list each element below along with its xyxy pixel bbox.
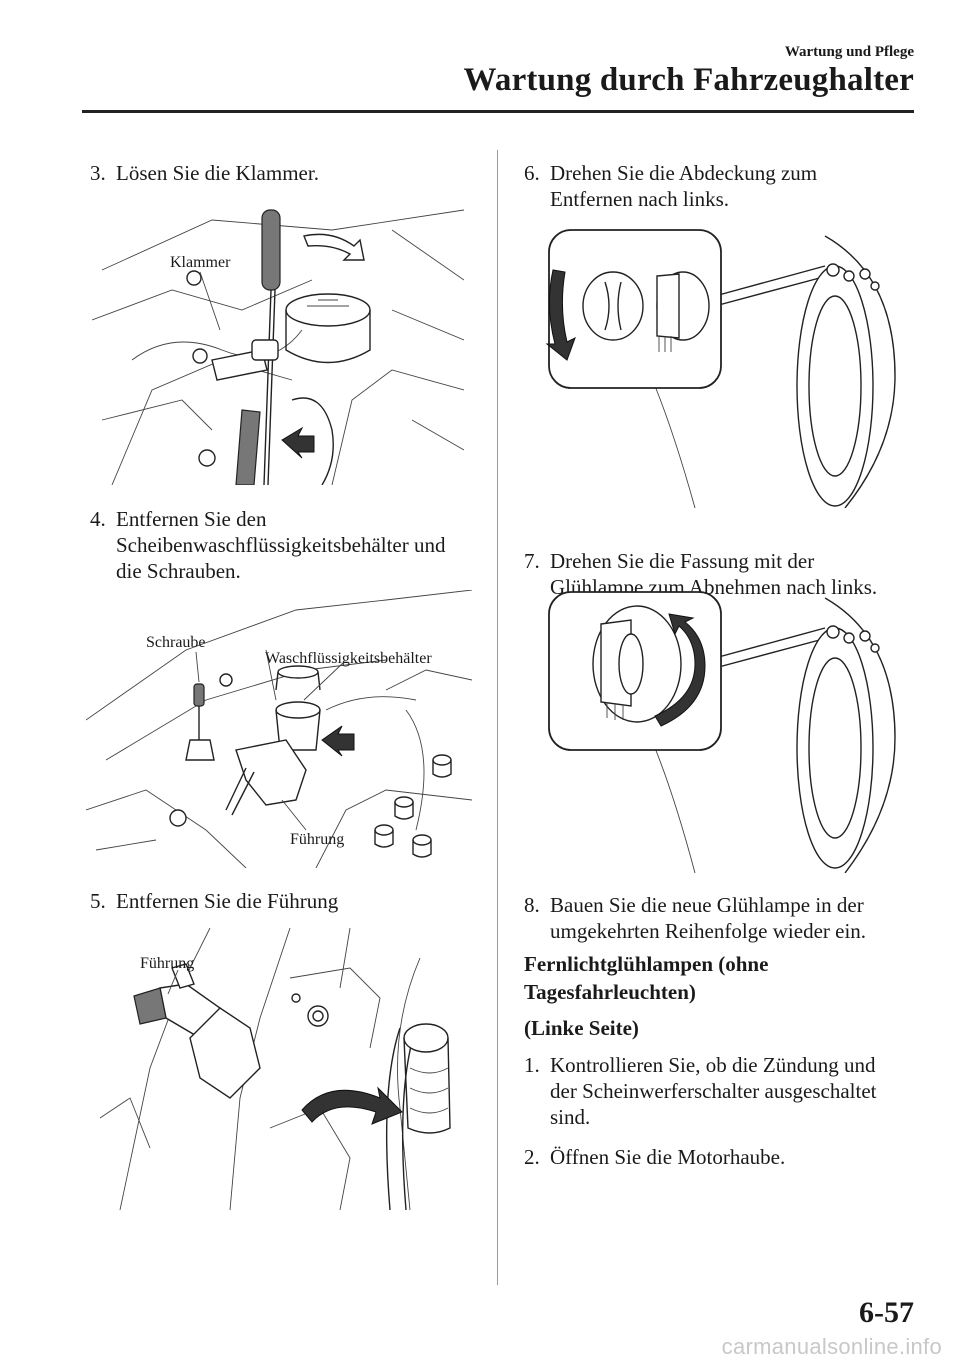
step-number: 2. (524, 1145, 540, 1169)
step-5: 5. Entfernen Sie die Führung (90, 888, 490, 914)
figure-socket-rotate (545, 588, 905, 873)
section-heading: Fernlichtglühlampen (ohne Tagesfahrleuch… (524, 950, 924, 1006)
figure-guide-removal: Führung (90, 928, 466, 1210)
figure-label-guide: Führung (140, 955, 194, 972)
step-number: 3. (90, 161, 106, 185)
step-text: Öffnen Sie die Motorhaube. (550, 1145, 786, 1169)
subsection-heading: (Linke Seite) (524, 1016, 639, 1040)
column-divider (497, 150, 498, 1285)
step-text: Entfernen Sie die Führung (116, 889, 339, 913)
step-text-line: Entfernen nach links. (550, 187, 730, 211)
step-text: Lösen Sie die Klammer. (116, 161, 319, 185)
figure-label-tank: Waschflüssigkeitsbehälter (265, 650, 432, 667)
page-number: 6-57 (859, 1296, 914, 1329)
step-text-line: umgekehrten Reihenfolge wieder ein. (550, 919, 867, 943)
section-heading-line: Fernlichtglühlampen (ohne (524, 952, 769, 976)
step-4: 4. Entfernen Sie den Scheibenwaschflüssi… (90, 506, 490, 584)
step-text-line: Kontrollieren Sie, ob die Zündung und (550, 1053, 876, 1077)
step-1: 1. Kontrollieren Sie, ob die Zündung und… (524, 1052, 934, 1130)
figure-cover-rotate (545, 226, 905, 508)
step-8: 8. Bauen Sie die neue Glühlampe in der u… (524, 892, 934, 944)
step-number: 6. (524, 161, 540, 185)
figure-label-screw: Schraube (146, 634, 206, 651)
step-number: 1. (524, 1053, 540, 1077)
step-number: 4. (90, 507, 106, 531)
step-text-line: Entfernen Sie den (116, 507, 267, 531)
figure-label-clip: Klammer (170, 254, 231, 271)
step-text-line: Drehen Sie die Abdeckung zum (550, 161, 818, 185)
step-text-line: sind. (550, 1105, 591, 1129)
step-number: 5. (90, 889, 106, 913)
step-2: 2. Öffnen Sie die Motorhaube. (524, 1144, 924, 1170)
step-text-line: Drehen Sie die Fassung mit der (550, 549, 815, 573)
step-text-line: der Scheinwerferschalter ausgeschaltet (550, 1079, 877, 1103)
step-7: 7. Drehen Sie die Fassung mit der Glühla… (524, 548, 924, 600)
figure-label-guide: Führung (290, 831, 344, 848)
header-section: Wartung und Pflege (784, 44, 914, 60)
step-6: 6. Drehen Sie die Abdeckung zum Entferne… (524, 160, 924, 212)
figure-tank-removal: Schraube Waschflüssigkeitsbehälter Führu… (86, 590, 472, 868)
step-number: 7. (524, 549, 540, 573)
step-number: 8. (524, 893, 540, 917)
watermark-url: carmanualsonline.info (721, 1334, 942, 1359)
page-title: Wartung durch Fahrzeughalter (463, 62, 914, 98)
step-text-line: Scheibenwaschflüssigkeitsbehälter und (116, 533, 446, 557)
step-text-line: Bauen Sie die neue Glühlampe in der (550, 893, 864, 917)
section-heading-line: Tagesfahrleuchten) (524, 980, 696, 1004)
header-rule (82, 110, 914, 113)
step-text-line: die Schrauben. (116, 559, 241, 583)
step-3: 3. Lösen Sie die Klammer. (90, 160, 490, 186)
figure-clip-removal: Klammer (92, 200, 464, 485)
